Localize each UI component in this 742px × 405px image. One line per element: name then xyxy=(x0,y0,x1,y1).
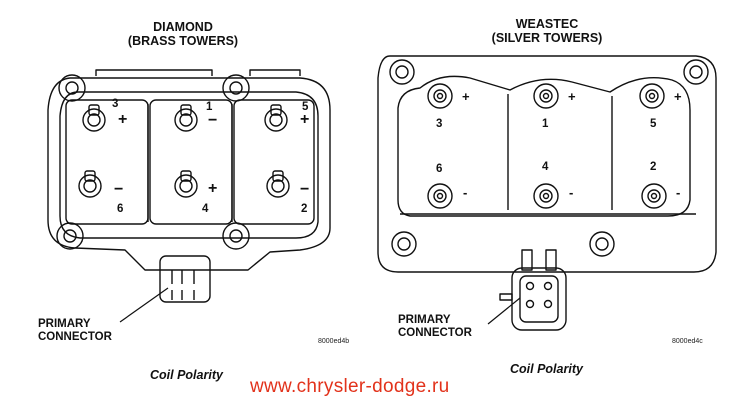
weastec-tower-2-sign: - xyxy=(676,185,681,200)
diamond-figure-code: 8000ed4b xyxy=(318,338,350,345)
diamond-tower-3-sign: + xyxy=(118,111,128,128)
diamond-tower-2-number: 2 xyxy=(301,203,308,215)
diamond-connector-line2: CONNECTOR xyxy=(38,331,112,343)
weastec-tower-6 xyxy=(427,183,453,209)
diamond-tower-1-number: 1 xyxy=(206,101,213,113)
weastec-tower-1 xyxy=(533,83,559,109)
weastec-title-line2: (SILVER TOWERS) xyxy=(491,31,603,45)
diamond-tower-1-sign: − xyxy=(208,112,218,129)
diamond-tower-2 xyxy=(266,170,290,198)
source-watermark: www.chrysler-dodge.ru xyxy=(250,376,450,397)
diamond-title-line1: DIAMOND xyxy=(153,20,213,34)
weastec-coil-pack xyxy=(377,55,717,331)
diamond-tower-4-number: 4 xyxy=(202,203,209,215)
diamond-title: DIAMOND (BRASS TOWERS) xyxy=(118,20,248,48)
weastec-tower-4-sign: - xyxy=(569,185,574,200)
diamond-tower-6-sign: − xyxy=(114,181,124,198)
weastec-tower-6-sign: - xyxy=(463,185,468,200)
weastec-primary-connector-label: PRIMARY CONNECTOR xyxy=(398,314,472,340)
diamond-title-line2: (BRASS TOWERS) xyxy=(127,34,239,48)
diamond-tower-5-sign: + xyxy=(300,111,310,128)
weastec-tower-1-sign: + xyxy=(568,89,576,104)
diamond-caption: Coil Polarity xyxy=(150,368,223,382)
weastec-tower-5-sign: + xyxy=(674,89,682,104)
weastec-tower-1-number: 1 xyxy=(542,118,549,130)
diamond-tower-3-number: 3 xyxy=(112,98,119,110)
diamond-tower-6 xyxy=(78,170,102,198)
diamond-tower-3 xyxy=(82,104,106,132)
diamond-tower-2-sign: − xyxy=(300,181,310,198)
diamond-tower-5-number: 5 xyxy=(302,101,309,113)
diamond-primary-connector-label: PRIMARY CONNECTOR xyxy=(38,318,112,344)
weastec-figure-code: 8000ed4c xyxy=(672,338,703,345)
weastec-tower-2-number: 2 xyxy=(650,161,657,173)
weastec-connector-line1: PRIMARY xyxy=(398,314,451,326)
diamond-tower-6-number: 6 xyxy=(117,203,124,215)
weastec-tower-5-number: 5 xyxy=(650,118,657,130)
diamond-tower-1 xyxy=(174,104,198,132)
weastec-caption: Coil Polarity xyxy=(510,362,583,376)
diamond-tower-4 xyxy=(174,170,198,198)
diamond-tower-4-sign: + xyxy=(208,180,218,197)
diamond-tower-5 xyxy=(264,104,288,132)
diamond-coil-pack xyxy=(47,69,331,323)
weastec-primary-connector xyxy=(499,249,567,331)
weastec-tower-3 xyxy=(427,83,453,109)
weastec-tower-3-sign: + xyxy=(462,89,470,104)
weastec-tower-4-number: 4 xyxy=(542,161,549,173)
diamond-connector-line1: PRIMARY xyxy=(38,318,91,330)
weastec-tower-5 xyxy=(639,83,665,109)
weastec-tower-6-number: 6 xyxy=(436,163,443,175)
weastec-title: WEASTEC (SILVER TOWERS) xyxy=(472,17,622,45)
weastec-tower-3-number: 3 xyxy=(436,118,443,130)
weastec-connector-line2: CONNECTOR xyxy=(398,327,472,339)
weastec-tower-2 xyxy=(641,183,667,209)
weastec-tower-4 xyxy=(533,183,559,209)
weastec-title-line1: WEASTEC xyxy=(515,17,579,31)
diamond-primary-connector xyxy=(159,255,211,303)
